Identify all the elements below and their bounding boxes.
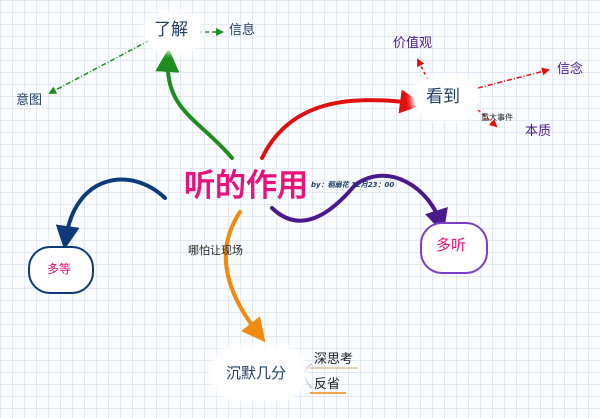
branch-to-duoting xyxy=(270,173,448,234)
branch-to-chenmo xyxy=(223,210,266,343)
node-benzhi[interactable]: 本质 xyxy=(525,124,552,139)
node-liaojie[interactable]: 了解 xyxy=(154,20,188,40)
connector-jiazhiguan xyxy=(417,58,429,81)
node-chenmo[interactable]: 沉默几分 xyxy=(226,364,287,382)
kandao-bubble xyxy=(414,78,476,118)
connector-yitu xyxy=(48,39,151,94)
node-zhongda[interactable]: 重大事件 xyxy=(481,113,513,122)
branch-to-duodeng xyxy=(55,177,167,250)
duoting-node-box[interactable] xyxy=(420,222,488,274)
node-yitu[interactable]: 意图 xyxy=(16,93,43,108)
duodeng-node-box[interactable] xyxy=(28,246,94,294)
node-duoting[interactable]: 多听 xyxy=(436,236,467,254)
node-jiazhiguan[interactable]: 价值观 xyxy=(393,36,433,51)
chenmo-bubble xyxy=(212,348,304,398)
connector-xinnian xyxy=(477,67,550,89)
node-duodeng[interactable]: 多等 xyxy=(47,262,72,276)
branch-to-liaojie xyxy=(155,48,234,160)
node-shensikao[interactable]: 深思考 xyxy=(314,352,354,367)
branch-to-kandao xyxy=(260,89,424,160)
node-xinxi[interactable]: 信息 xyxy=(229,23,256,38)
node-fanxing[interactable]: 反省 xyxy=(314,377,341,392)
author-caption: by：稻扇花 12月23：00 xyxy=(311,181,395,189)
node-kandao[interactable]: 看到 xyxy=(426,87,460,107)
liaojie-bubble xyxy=(146,14,200,50)
central-topic[interactable]: 听的作用 xyxy=(184,168,308,204)
connector-benzhi xyxy=(477,109,498,128)
node-napa[interactable]: 哪怕让现场 xyxy=(188,244,243,257)
node-xinnian[interactable]: 信念 xyxy=(557,62,584,77)
